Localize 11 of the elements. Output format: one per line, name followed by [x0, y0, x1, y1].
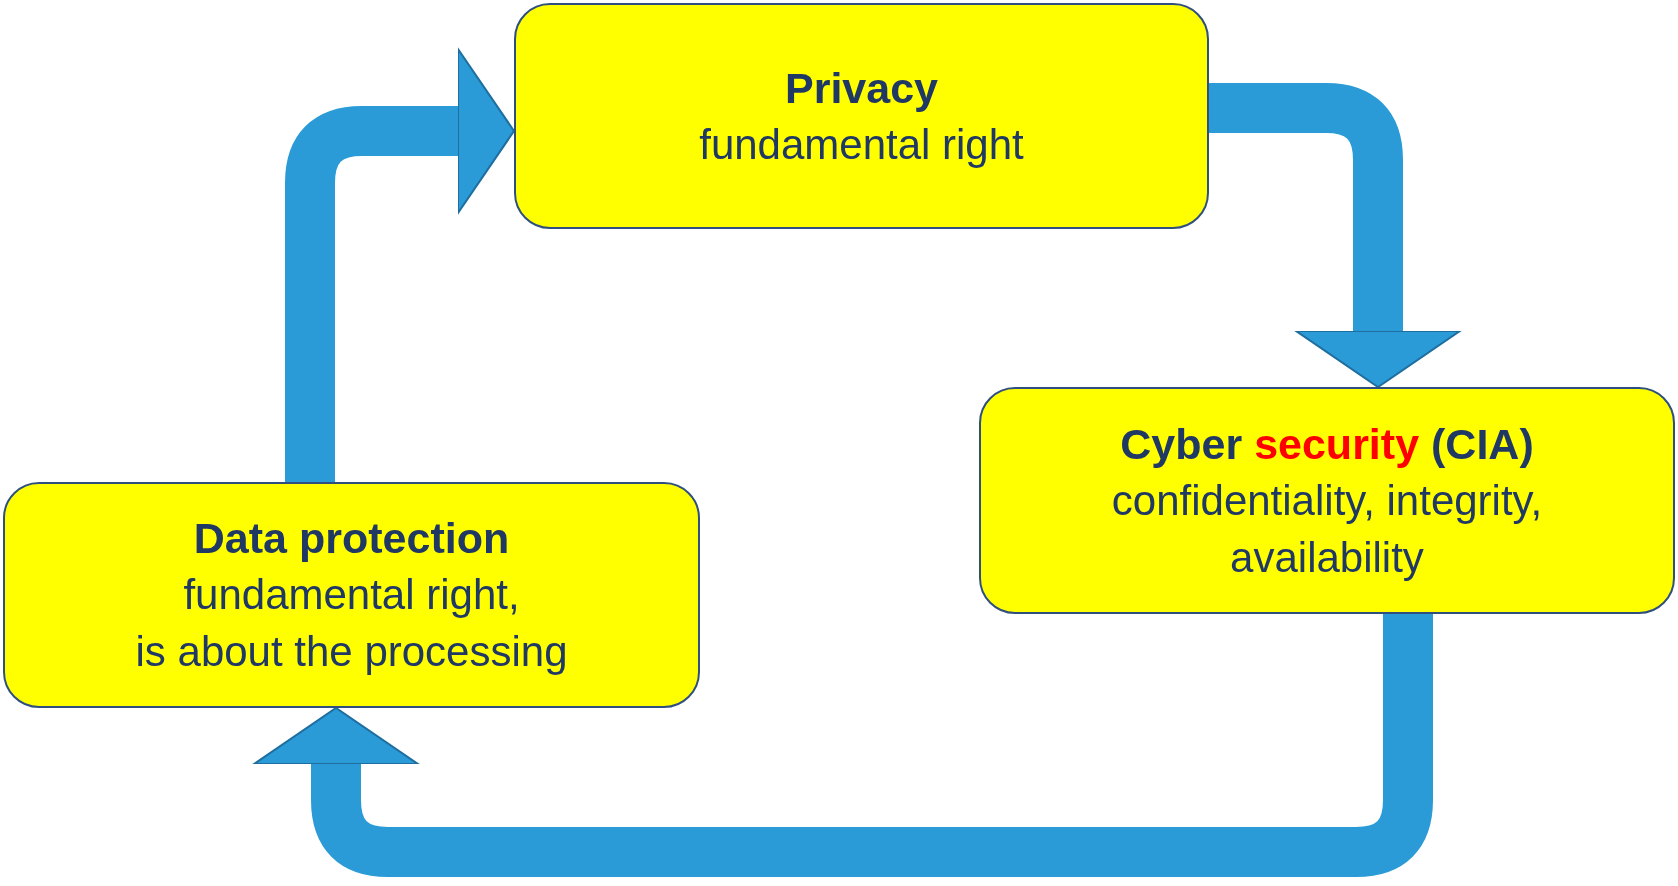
block-arrow [285, 48, 515, 482]
rounded-box [514, 3, 1209, 229]
description: confidentiality, integrity, availability [1110, 475, 1544, 583]
heading: Data protection [193, 513, 510, 564]
heading: Cyber security (CIA) [1120, 418, 1534, 470]
description: fundamental right [699, 119, 1024, 170]
rounded-box [3, 482, 700, 708]
description: fundamental right, is about the processing [135, 570, 568, 677]
rounded-box [979, 387, 1675, 614]
block-arrow [253, 614, 1433, 877]
heading: Privacy [785, 62, 938, 114]
